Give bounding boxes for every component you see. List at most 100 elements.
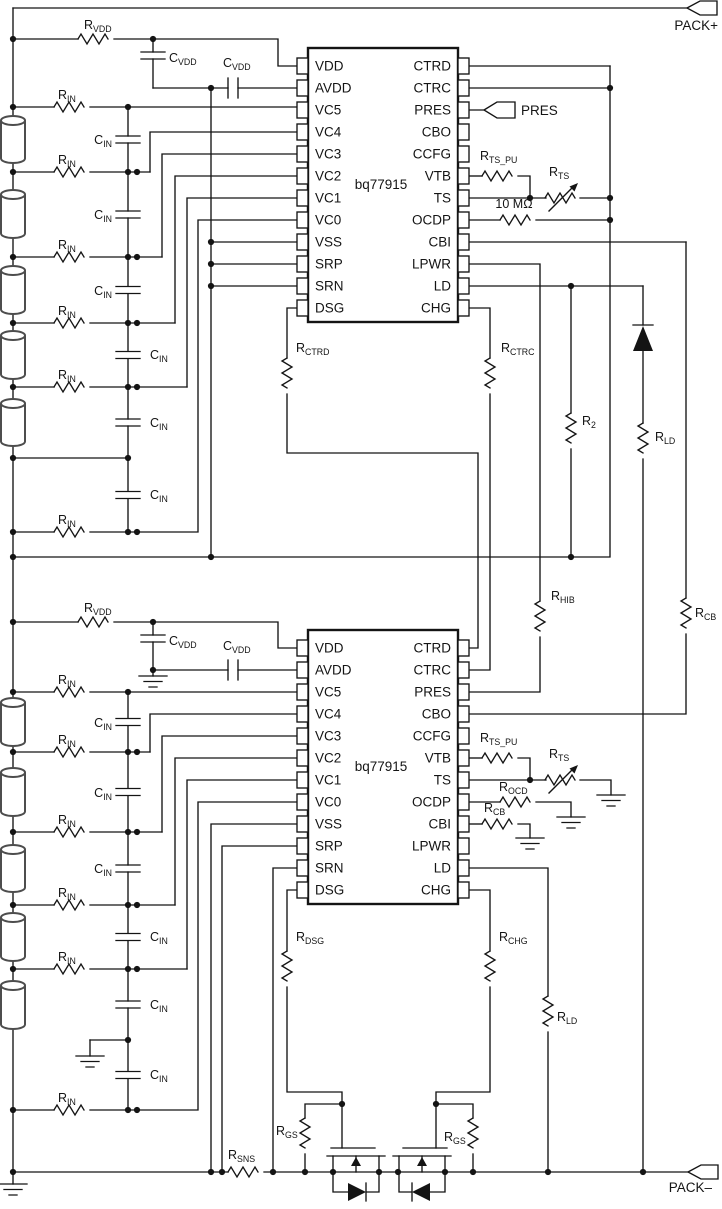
cell-top bbox=[0, 697, 26, 708]
junction-dot bbox=[269, 1168, 277, 1176]
ground-bars bbox=[556, 816, 586, 829]
pin-label: LD bbox=[434, 279, 452, 294]
wire bbox=[435, 986, 491, 1105]
body-arrow bbox=[417, 1157, 427, 1166]
label-10-megohm: 10 MΩ bbox=[495, 197, 532, 211]
label-pres-flag: PRES bbox=[521, 103, 558, 118]
capacitor bbox=[115, 350, 141, 360]
label-c-vdd: CVDD bbox=[223, 639, 251, 655]
cell-top bbox=[0, 115, 26, 126]
pin-label: TS bbox=[434, 191, 451, 206]
ground-symbol bbox=[556, 816, 586, 829]
wire bbox=[517, 175, 531, 199]
resistor-r-in bbox=[53, 316, 85, 330]
wire bbox=[286, 393, 479, 649]
label-r-in: RIN bbox=[58, 813, 76, 829]
pin-stub-srn bbox=[296, 859, 309, 877]
capacitor-plates bbox=[115, 864, 141, 873]
battery-cell bbox=[0, 767, 26, 817]
junction-dot bbox=[567, 282, 575, 290]
wire bbox=[286, 307, 298, 359]
junction-dot bbox=[124, 828, 132, 836]
pin-label: VC3 bbox=[315, 147, 341, 162]
battery-cell bbox=[0, 115, 26, 164]
label-c-in: CIN bbox=[94, 284, 112, 300]
ground-symbol bbox=[0, 1183, 28, 1196]
resistor-r-in bbox=[53, 380, 85, 394]
capacitor-plates bbox=[115, 1070, 141, 1080]
capacitor bbox=[140, 634, 166, 643]
battery-cell bbox=[0, 912, 26, 962]
wire bbox=[113, 38, 298, 67]
cell-body bbox=[0, 985, 26, 1030]
junction-dot bbox=[639, 1168, 647, 1176]
junction-dot bbox=[526, 194, 534, 202]
capacitor-plates bbox=[115, 787, 141, 797]
pin-label: VC1 bbox=[315, 191, 341, 206]
junction-dot bbox=[124, 748, 132, 756]
label-r-in: RIN bbox=[58, 368, 76, 384]
label-r-ld: RLD bbox=[655, 430, 675, 446]
cell-body bbox=[0, 120, 26, 164]
pin-stub-ctrd bbox=[457, 57, 470, 75]
pin-stub-cbi bbox=[457, 815, 470, 833]
wire bbox=[161, 153, 298, 258]
junction-dot bbox=[606, 216, 614, 224]
label-r-in: RIN bbox=[58, 88, 76, 104]
resistor-r-gs bbox=[298, 1117, 312, 1149]
junction-dot bbox=[133, 528, 141, 536]
junction-dot bbox=[9, 965, 17, 973]
pin-label: AVDD bbox=[315, 81, 352, 96]
pin-label: VTB bbox=[425, 169, 451, 184]
ground-bars bbox=[0, 1183, 28, 1196]
pin-stub-ts bbox=[457, 189, 470, 207]
capacitor-plates bbox=[115, 350, 141, 360]
cell-body bbox=[0, 702, 26, 747]
cell-top bbox=[0, 398, 26, 409]
pin-stub-vc3 bbox=[296, 727, 309, 745]
thermistor-arrow bbox=[548, 187, 573, 212]
ground-symbol bbox=[596, 794, 626, 807]
pin-label: CHG bbox=[421, 883, 451, 898]
resistor-r-vdd bbox=[77, 615, 109, 629]
capacitor-plates bbox=[115, 285, 141, 295]
pin-label: LPWR bbox=[412, 257, 451, 272]
resistor-r-hib bbox=[533, 600, 547, 632]
capacitor bbox=[115, 717, 141, 727]
pin-label: CTRC bbox=[414, 81, 452, 96]
pin-stub-ctrc bbox=[457, 79, 470, 97]
pin-stub-vc0 bbox=[296, 211, 309, 229]
pin-label: AVDD bbox=[315, 663, 352, 678]
ground-bars bbox=[515, 837, 545, 850]
capacitor-plates bbox=[115, 210, 141, 219]
wire bbox=[89, 801, 298, 1111]
junction-dot bbox=[9, 253, 17, 261]
label-r-in: RIN bbox=[58, 886, 76, 902]
junction-dot bbox=[207, 282, 215, 290]
resistor-r-dsg bbox=[280, 950, 294, 982]
wire bbox=[186, 197, 298, 388]
thermistor-arrowhead bbox=[569, 765, 578, 774]
body-diode-triangle bbox=[412, 1183, 430, 1201]
resistor-r-sns bbox=[227, 1165, 259, 1179]
pin-stub-vc1 bbox=[296, 771, 309, 789]
body-diode-chg bbox=[398, 1171, 446, 1202]
pin-label: DSG bbox=[315, 883, 344, 898]
capacitor-plates bbox=[227, 659, 239, 681]
resistor-r-in bbox=[53, 100, 85, 114]
cell-top bbox=[0, 844, 26, 855]
pin-stub-vc5 bbox=[296, 101, 309, 119]
pin-stub-vtb bbox=[457, 167, 470, 185]
pin-label: CTRD bbox=[414, 641, 452, 656]
pin-label: CBO bbox=[422, 125, 451, 140]
ground-symbol bbox=[75, 1055, 105, 1068]
junction-dot bbox=[207, 553, 215, 561]
battery-cell bbox=[0, 844, 26, 893]
resistor-r-ocd bbox=[499, 795, 531, 809]
thermistor-r-ts bbox=[544, 183, 578, 212]
ground-bars bbox=[596, 794, 626, 807]
pin-stub-srn bbox=[296, 277, 309, 295]
cell-body bbox=[0, 270, 26, 315]
